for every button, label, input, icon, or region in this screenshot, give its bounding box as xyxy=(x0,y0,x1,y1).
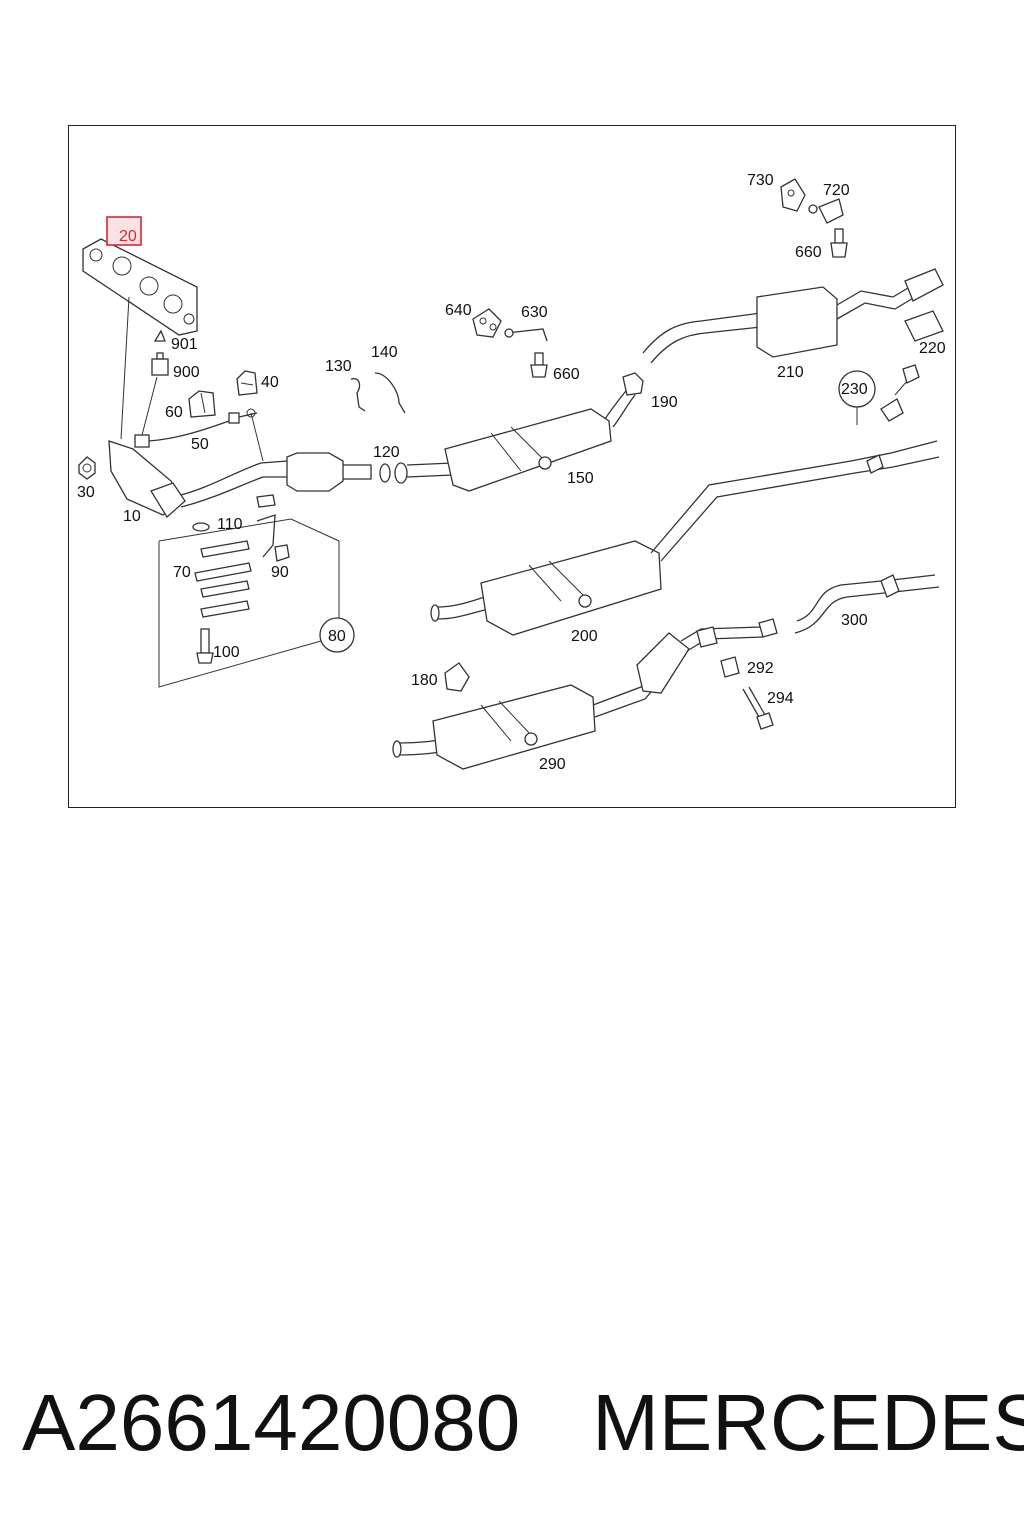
callout-292: 292 xyxy=(747,660,774,677)
callout-40: 40 xyxy=(261,374,279,391)
callout-300: 300 xyxy=(841,612,868,629)
callout-70: 70 xyxy=(173,564,191,581)
callout-660-upper: 660 xyxy=(795,244,822,261)
callout-50: 50 xyxy=(191,436,209,453)
callout-20: 20 xyxy=(119,228,137,245)
rubber-mount-parts xyxy=(472,308,548,378)
clamp-190 xyxy=(622,372,644,396)
nut-part-30 xyxy=(78,456,96,480)
callout-730: 730 xyxy=(747,172,774,189)
callout-660-lower: 660 xyxy=(553,366,580,383)
callout-120: 120 xyxy=(373,444,400,461)
bracket-part-60 xyxy=(188,390,216,418)
sensor-parts xyxy=(140,329,169,440)
rear-silencer-210 xyxy=(642,268,944,364)
part-number: A2661420080 xyxy=(22,1378,521,1467)
brand-name: MERCEDES xyxy=(592,1378,1024,1467)
silencer-assembly-290 xyxy=(392,618,778,770)
hanger-parts xyxy=(350,372,406,414)
callout-640: 640 xyxy=(445,302,472,319)
tailpipe-300 xyxy=(794,574,940,634)
clamp-kit-230 xyxy=(838,364,920,425)
rear-silencer-200 xyxy=(430,440,940,636)
callout-210: 210 xyxy=(777,364,804,381)
callout-200: 200 xyxy=(571,628,598,645)
callout-220: 220 xyxy=(919,340,946,357)
manifold-catalytic-converter xyxy=(108,412,372,519)
callout-90: 90 xyxy=(271,564,289,581)
callout-130: 130 xyxy=(325,358,352,375)
upper-mount-parts xyxy=(780,178,848,258)
part-caption: A2661420080 MERCEDES xyxy=(22,1368,1024,1478)
clip-part-40 xyxy=(236,370,258,396)
exhaust-diagram-drawing: 20 901 900 40 60 50 xyxy=(77,172,946,773)
callout-630: 630 xyxy=(521,304,548,321)
center-silencer-150 xyxy=(406,386,636,492)
callout-900: 900 xyxy=(173,364,200,381)
callout-150: 150 xyxy=(567,470,594,487)
manifold-gasket xyxy=(82,238,198,440)
callout-290: 290 xyxy=(539,756,566,773)
highlight-box xyxy=(106,216,142,246)
tailpipe-tip-220 xyxy=(904,310,944,342)
callout-230: 230 xyxy=(841,381,868,398)
callout-110: 110 xyxy=(217,516,243,533)
exhaust-parts-diagram: 20 901 900 40 60 50 xyxy=(68,125,956,808)
callout-10: 10 xyxy=(123,508,141,525)
oxygen-sensor-50 xyxy=(134,408,258,448)
callout-720: 720 xyxy=(823,182,850,199)
callout-190: 190 xyxy=(651,394,678,411)
seal-ring-120 xyxy=(379,462,408,484)
callout-294: 294 xyxy=(767,690,794,707)
callout-30: 30 xyxy=(77,484,95,501)
bushing-and-bolt xyxy=(720,656,774,730)
mounting-kit-80 xyxy=(158,494,355,688)
callout-100: 100 xyxy=(213,644,240,661)
callout-80: 80 xyxy=(328,628,346,645)
callout-901: 901 xyxy=(171,336,198,353)
callout-140: 140 xyxy=(371,344,398,361)
callout-180: 180 xyxy=(411,672,438,689)
callout-60: 60 xyxy=(165,404,183,421)
